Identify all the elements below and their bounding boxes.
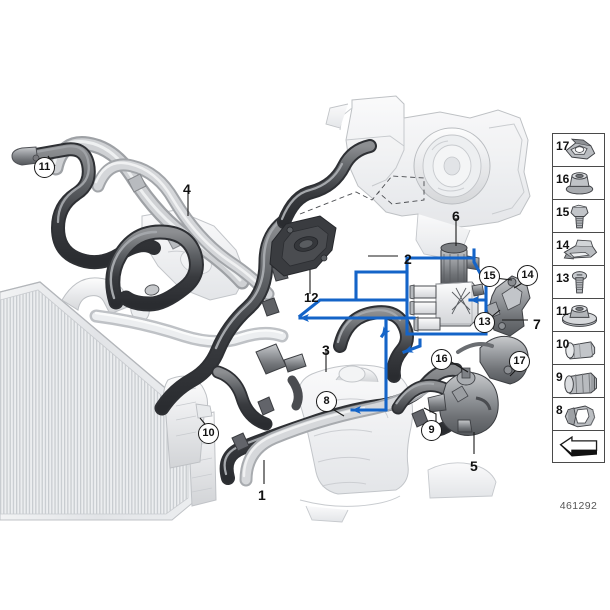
- hose-mounting-bracket-12: [269, 215, 337, 277]
- callout-3: 3: [322, 342, 330, 358]
- parts-legend: 17 16 15 14 13 11 10 9 8: [552, 133, 605, 463]
- callout-9: 9: [421, 420, 442, 441]
- callout-6: 6: [452, 208, 460, 224]
- legend-direction-marker: [552, 430, 605, 463]
- pump-support-ghost: [427, 462, 497, 499]
- callout-4: 4: [183, 181, 191, 197]
- callout-17: 17: [509, 351, 530, 372]
- hose-assembly-dark-loop: [105, 224, 204, 312]
- callout-13: 13: [474, 312, 495, 333]
- engine-ghost-outline: [325, 95, 531, 259]
- direction-arrow-icon: [559, 435, 598, 457]
- diagram-reference-number: 461292: [559, 500, 598, 512]
- callout-12: 12: [304, 290, 319, 305]
- legend-number: 17: [556, 139, 570, 153]
- callout-11: 11: [34, 157, 55, 178]
- hose-clamp-ring-icon: [565, 341, 596, 360]
- callout-10: 10: [198, 423, 219, 444]
- mounting-dashed-leader: [299, 175, 425, 215]
- legend-item-10: 10: [552, 331, 605, 364]
- legend-item-16: 16: [552, 166, 605, 199]
- legend-item-8: 8: [552, 397, 605, 430]
- legend-number: 11: [556, 304, 569, 318]
- callout-8: 8: [316, 391, 337, 412]
- legend-number: 13: [556, 271, 570, 285]
- legend-number: 10: [556, 337, 570, 351]
- hose-upper-light: [89, 309, 289, 348]
- legend-item-11: 11: [552, 298, 605, 331]
- sheet-metal-clip-icon: [563, 239, 598, 260]
- legend-number: 14: [556, 238, 570, 252]
- hex-head-bolt-icon: [570, 204, 589, 229]
- callout-16: 16: [431, 349, 452, 370]
- callout-2: 2: [404, 251, 412, 267]
- highlight-routing: [297, 248, 488, 414]
- pan-head-screw-icon: [571, 271, 588, 294]
- legend-item-14: 14: [552, 232, 605, 265]
- spring-band-clamp-icon: [564, 372, 598, 395]
- auxiliary-water-pump: [427, 367, 499, 436]
- open-spring-clamp-icon: [564, 405, 596, 428]
- legend-item-13: 13: [552, 265, 605, 298]
- flanged-collar-nut-icon: [561, 305, 598, 327]
- legend-number: 8: [556, 403, 563, 417]
- highlight-arrows: [402, 296, 488, 354]
- legend-item-15: 15: [552, 199, 605, 232]
- legend-number: 16: [556, 172, 570, 186]
- callout-15: 15: [479, 266, 500, 287]
- legend-item-9: 9: [552, 364, 605, 397]
- callout-14: 14: [517, 265, 538, 286]
- spring-clip-nut-icon: [565, 138, 596, 160]
- callout-5: 5: [470, 458, 478, 474]
- legend-number: 15: [556, 205, 570, 219]
- valve-bracket: [456, 275, 531, 385]
- legend-item-17: 17: [552, 133, 605, 166]
- expansion-tank-ghost: [298, 364, 414, 523]
- flanged-nut-icon: [565, 172, 594, 195]
- callout-7: 7: [533, 316, 541, 332]
- legend-number: 9: [556, 370, 563, 384]
- callout-1: 1: [258, 487, 266, 503]
